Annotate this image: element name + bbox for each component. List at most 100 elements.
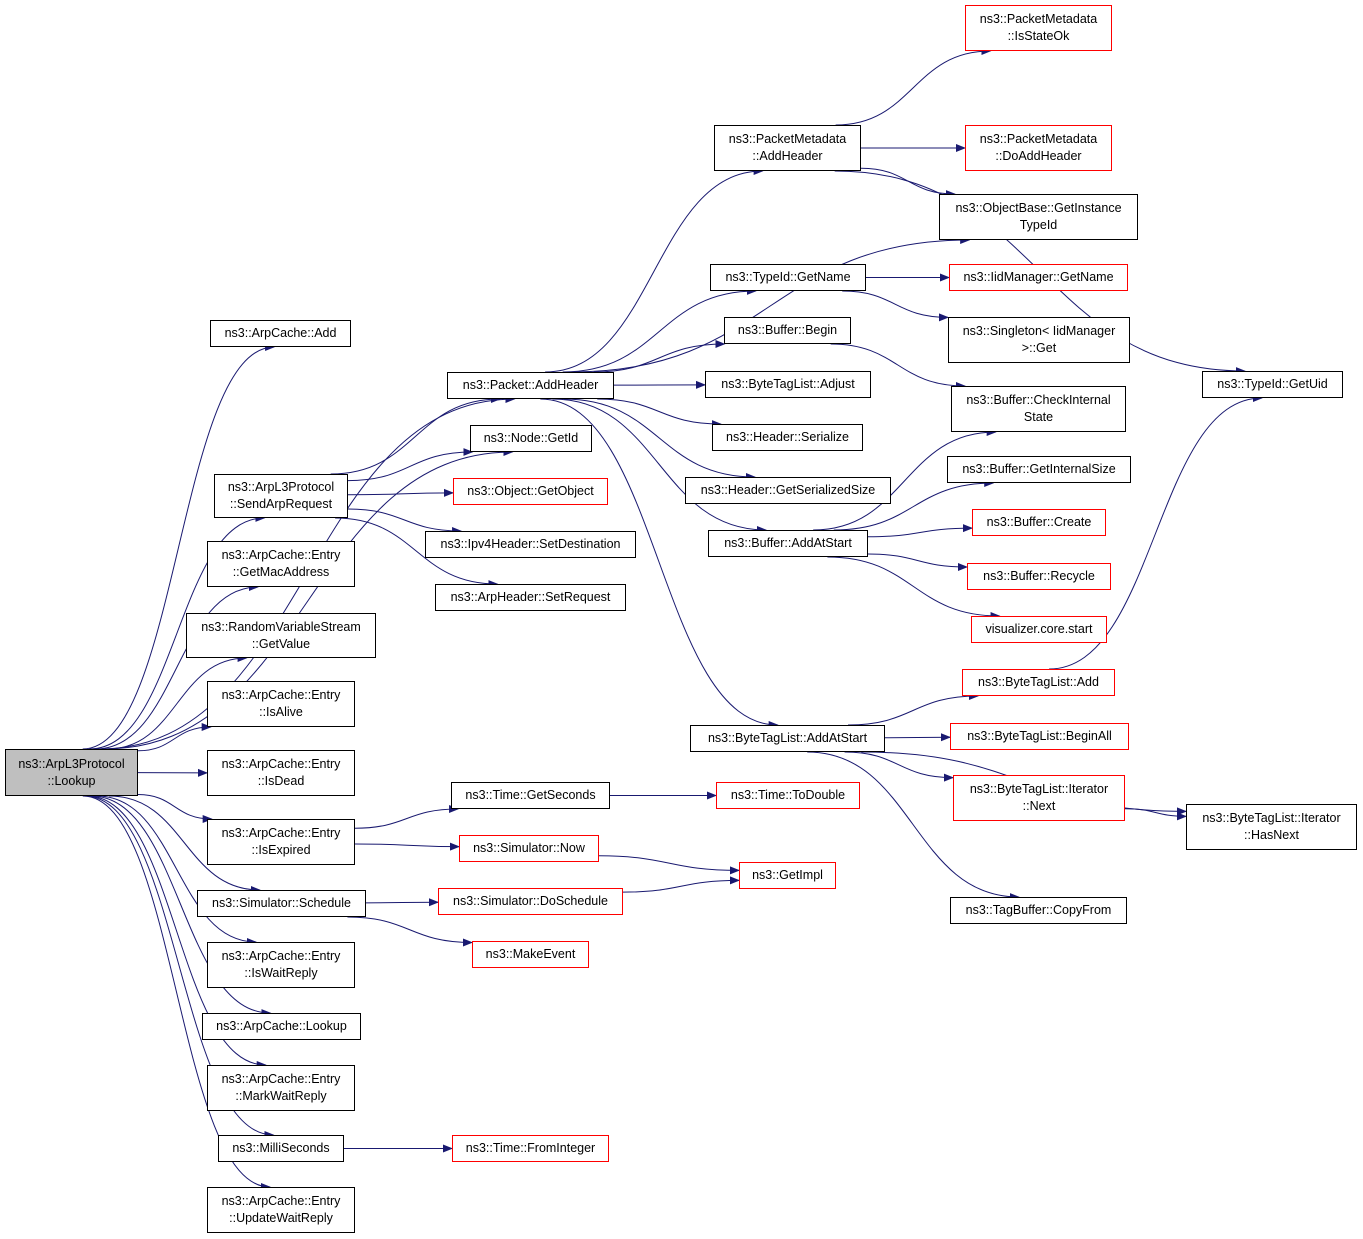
node-label-line: ns3::ByteTagList::Add: [978, 675, 1099, 689]
node-tagbuffer-copyfrom[interactable]: ns3::TagBuffer::CopyFrom: [950, 897, 1127, 924]
node-label-line: ::IsAlive: [259, 705, 303, 719]
edge-buffer-addatstart-to-buffer-create: [867, 524, 973, 538]
node-entry-iswaitreply[interactable]: ns3::ArpCache::Entry::IsWaitReply: [207, 942, 355, 988]
node-pm-doaddheader[interactable]: ns3::PacketMetadata::DoAddHeader: [965, 125, 1112, 171]
edge-sim-doschedule-to-getimpl: [622, 876, 740, 893]
node-label-line: ns3::Buffer::CheckInternal: [966, 393, 1111, 407]
node-label-line: ns3::ArpHeader::SetRequest: [450, 590, 611, 604]
node-label-line: ns3::ArpCache::Entry: [221, 688, 341, 702]
node-label-line: >::Get: [1021, 341, 1057, 355]
edge-root-to-entry-markwait: [87, 795, 267, 1069]
node-label-line: ns3::ArpCache::Entry: [221, 757, 341, 771]
edge-packet-addheader-to-btl-addatstart: [540, 398, 779, 729]
edge-entry-isexpired-to-time-getseconds: [354, 805, 460, 829]
edge-root-to-entry-iswaitreply: [97, 795, 257, 946]
node-buffer-create[interactable]: ns3::Buffer::Create: [972, 509, 1106, 536]
node-arpcache-add[interactable]: ns3::ArpCache::Add: [210, 320, 351, 347]
edge-pm-addheader-to-pm-isstateok: [835, 47, 992, 126]
node-ipv4-setdest[interactable]: ns3::Ipv4Header::SetDestination: [425, 531, 636, 558]
node-label-line: ns3::Node::GetId: [483, 431, 579, 445]
node-time-frominteger[interactable]: ns3::Time::FromInteger: [452, 1135, 609, 1162]
node-label-line: ns3::IidManager::GetName: [963, 270, 1114, 284]
node-label-line: ns3::PacketMetadata: [728, 132, 847, 146]
node-time-getseconds[interactable]: ns3::Time::GetSeconds: [451, 782, 610, 809]
edge-root-to-sim-schedule: [109, 795, 261, 894]
node-root[interactable]: ns3::ArpL3Protocol::Lookup: [5, 749, 138, 796]
node-makeevent[interactable]: ns3::MakeEvent: [472, 941, 589, 968]
node-rvs-getvalue[interactable]: ns3::RandomVariableStream::GetValue: [186, 613, 376, 658]
node-viz-start[interactable]: visualizer.core.start: [971, 616, 1107, 643]
node-singleton-get[interactable]: ns3::Singleton< IidManager>::Get: [948, 317, 1130, 363]
edge-root-to-arpcache-lookup: [90, 795, 272, 1017]
node-label-line: ns3::Buffer::Begin: [737, 323, 838, 337]
node-time-todouble[interactable]: ns3::Time::ToDouble: [716, 782, 860, 809]
node-entry-isdead[interactable]: ns3::ArpCache::Entry::IsDead: [207, 750, 355, 796]
node-label-line: ns3::RandomVariableStream: [201, 619, 361, 634]
node-pm-addheader[interactable]: ns3::PacketMetadata::AddHeader: [714, 125, 861, 171]
edge-pm-addheader-to-objbase-getinst: [860, 167, 956, 198]
node-label-line: ns3::ByteTagList::Iterator: [969, 782, 1109, 796]
edge-root-to-node-getid: [103, 448, 514, 750]
node-label-line: ::IsWaitReply: [244, 966, 318, 980]
node-buffer-getintsize[interactable]: ns3::Buffer::GetInternalSize: [947, 456, 1131, 483]
node-label-line: ns3::ArpCache::Entry: [221, 1194, 341, 1208]
node-label-line: ns3::ArpL3Protocol: [227, 480, 335, 494]
node-sim-schedule[interactable]: ns3::Simulator::Schedule: [197, 890, 366, 917]
node-sim-doschedule[interactable]: ns3::Simulator::DoSchedule: [438, 888, 623, 915]
node-typeid-getuid[interactable]: ns3::TypeId::GetUid: [1202, 371, 1343, 398]
node-buffer-addatstart[interactable]: ns3::Buffer::AddAtStart: [708, 530, 868, 557]
node-sendarprequest[interactable]: ns3::ArpL3Protocol::SendArpRequest: [214, 474, 348, 518]
node-pm-isstateok[interactable]: ns3::PacketMetadata::IsStateOk: [965, 5, 1112, 51]
node-entry-isexpired[interactable]: ns3::ArpCache::Entry::IsExpired: [207, 819, 355, 865]
node-btl-add[interactable]: ns3::ByteTagList::Add: [962, 669, 1115, 696]
node-getimpl[interactable]: ns3::GetImpl: [739, 862, 836, 889]
node-node-getid[interactable]: ns3::Node::GetId: [470, 425, 592, 452]
node-label-line: ns3::Buffer::GetInternalSize: [962, 462, 1116, 476]
node-arpcache-lookup[interactable]: ns3::ArpCache::Lookup: [202, 1013, 361, 1040]
node-buffer-recycle[interactable]: ns3::Buffer::Recycle: [967, 563, 1111, 590]
node-entry-markwait[interactable]: ns3::ArpCache::Entry::MarkWaitReply: [207, 1065, 355, 1111]
node-btl-adjust[interactable]: ns3::ByteTagList::Adjust: [705, 371, 871, 398]
node-header-serialize[interactable]: ns3::Header::Serialize: [712, 424, 863, 451]
node-object-getobject[interactable]: ns3::Object::GetObject: [453, 478, 608, 505]
node-milliseconds[interactable]: ns3::MilliSeconds: [218, 1135, 344, 1162]
node-btl-iter-hasnext[interactable]: ns3::ByteTagList::Iterator::HasNext: [1186, 804, 1357, 850]
node-btl-beginall[interactable]: ns3::ByteTagList::BeginAll: [950, 723, 1129, 750]
node-label-line: ns3::GetImpl: [752, 868, 823, 882]
node-label-line: ::GetValue: [251, 636, 311, 651]
node-label-line: ns3::Simulator::Now: [473, 841, 585, 855]
node-label-line: ns3::Header::GetSerializedSize: [700, 483, 876, 497]
node-label-line: ns3::Object::GetObject: [467, 484, 594, 498]
node-typeid-getname[interactable]: ns3::TypeId::GetName: [710, 264, 866, 291]
node-label-line: ns3::Packet::AddHeader: [462, 378, 599, 392]
node-btl-iter-next[interactable]: ns3::ByteTagList::Iterator::Next: [953, 775, 1125, 821]
node-label-line: ns3::Singleton< IidManager: [962, 324, 1116, 338]
edge-btl-add-to-typeid-getuid: [1049, 394, 1263, 670]
edge-btl-addatstart-to-tagbuffer-copyfrom: [807, 751, 1020, 901]
node-label-line: State: [1023, 410, 1054, 424]
node-entry-getmac[interactable]: ns3::ArpCache::Entry::GetMacAddress: [207, 541, 355, 587]
node-label-line: ns3::ArpCache::Entry: [221, 826, 341, 840]
node-entry-isalive[interactable]: ns3::ArpCache::Entry::IsAlive: [207, 681, 355, 727]
edge-typeid-getname-to-singleton-get: [842, 290, 949, 322]
node-label-line: ns3::TypeId::GetUid: [1217, 377, 1328, 391]
edge-packet-addheader-to-header-serialize: [597, 398, 722, 428]
node-arpheader-setreq[interactable]: ns3::ArpHeader::SetRequest: [435, 584, 626, 611]
node-packet-addheader[interactable]: ns3::Packet::AddHeader: [447, 372, 614, 399]
node-entry-updatewait[interactable]: ns3::ArpCache::Entry::UpdateWaitReply: [207, 1187, 355, 1233]
node-label-line: ns3::ByteTagList::AddAtStart: [707, 731, 868, 745]
node-btl-addatstart[interactable]: ns3::ByteTagList::AddAtStart: [690, 725, 885, 752]
node-label-line: TypeId: [1019, 218, 1058, 232]
node-label-line: ns3::PacketMetadata: [979, 12, 1098, 26]
node-label-line: ns3::Time::ToDouble: [730, 788, 846, 802]
node-label-line: ns3::Ipv4Header::SetDestination: [440, 537, 621, 551]
node-header-getsersize[interactable]: ns3::Header::GetSerializedSize: [685, 477, 891, 504]
edge-btl-addatstart-to-btl-iter-next: [844, 751, 954, 782]
edge-packet-addheader-to-objbase-getinst: [571, 236, 971, 373]
node-iidmgr-getname[interactable]: ns3::IidManager::GetName: [949, 264, 1128, 291]
node-buffer-begin[interactable]: ns3::Buffer::Begin: [724, 317, 851, 344]
node-sim-now[interactable]: ns3::Simulator::Now: [459, 835, 599, 862]
edge-buffer-addatstart-to-buffer-checkint: [813, 428, 997, 531]
